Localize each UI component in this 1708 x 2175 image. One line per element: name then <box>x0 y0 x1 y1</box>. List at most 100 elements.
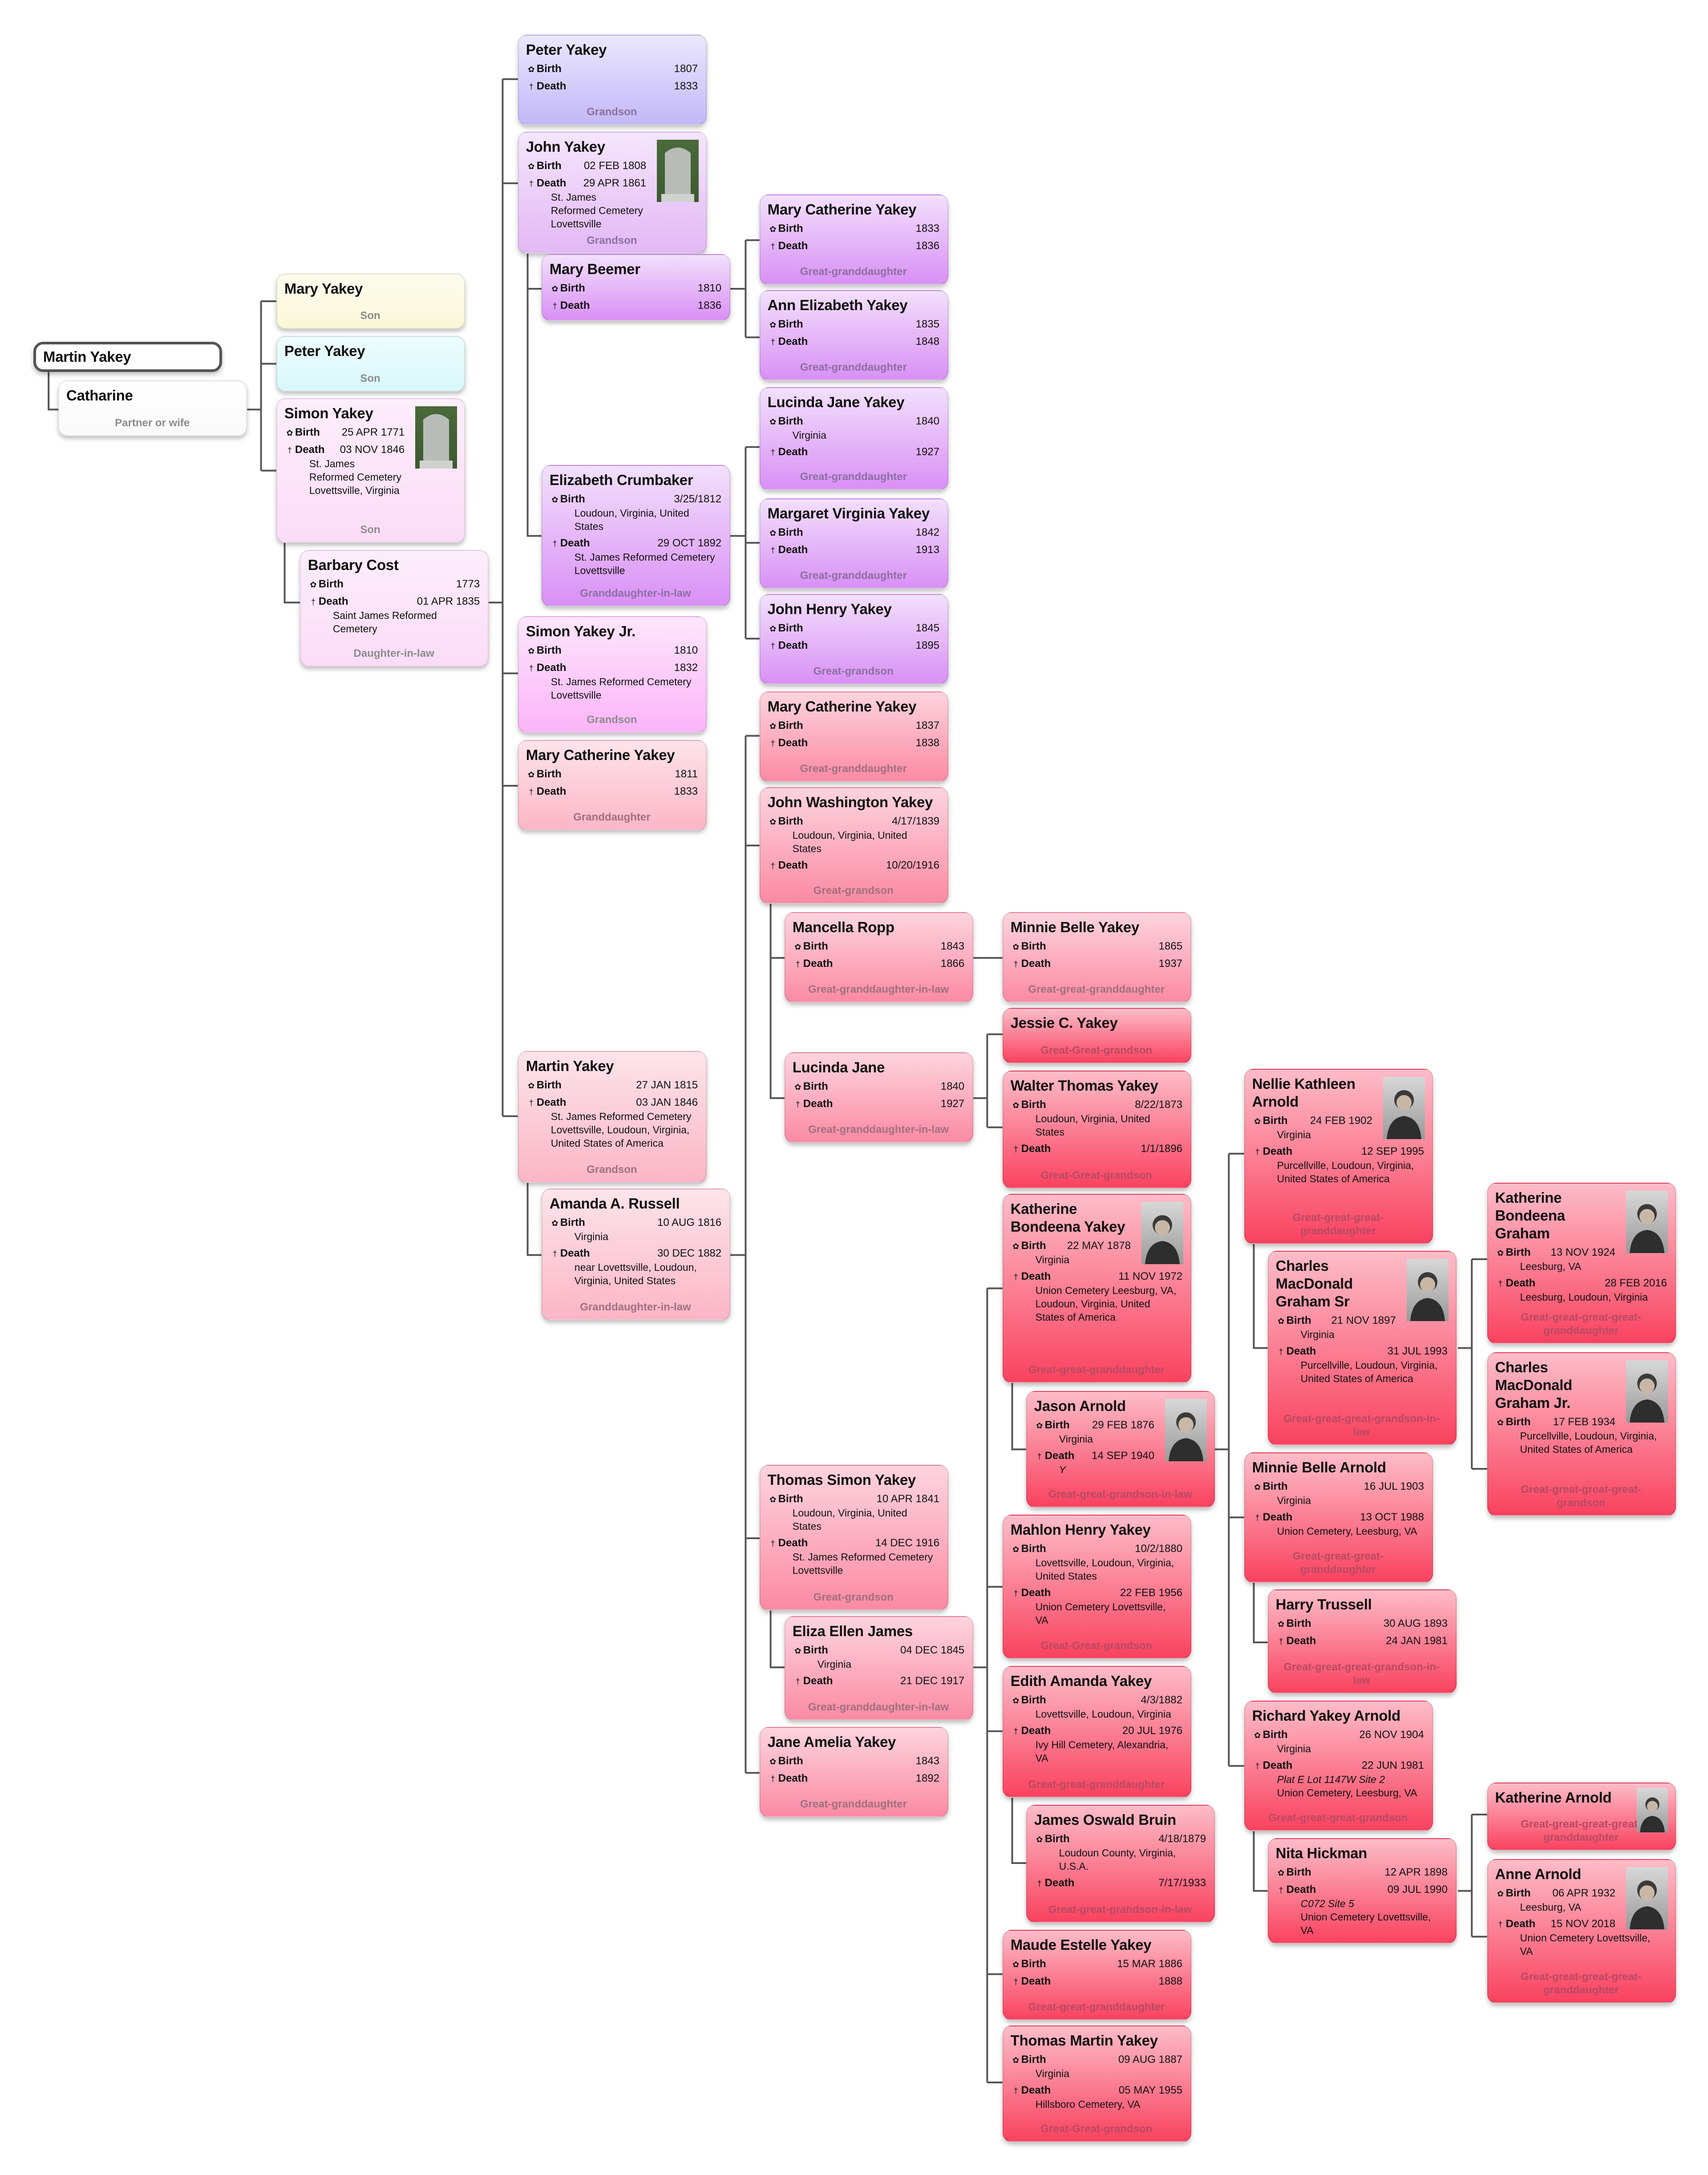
death-label: Death <box>1021 1142 1051 1155</box>
flower-icon: ✿ <box>1254 1731 1261 1740</box>
portrait-photo[interactable] <box>1406 1259 1449 1322</box>
cross-icon: † <box>770 1539 775 1548</box>
relationship-label: Great-granddaughter <box>800 762 907 775</box>
death-date: 1833 <box>674 785 698 797</box>
flower-icon: ✿ <box>1012 2056 1020 2065</box>
person-name: Elizabeth Crumbaker <box>549 472 693 489</box>
person-name: Katherine Arnold <box>1495 1789 1612 1806</box>
cross-icon: † <box>552 301 557 311</box>
birth-label: Birth <box>1286 1866 1311 1878</box>
death-date: 10/20/1916 <box>886 859 939 872</box>
birth-place: Virginia <box>1277 1494 1311 1506</box>
relationship-label: Great-great-grandson-in-law <box>1048 1904 1192 1916</box>
portrait-photo[interactable] <box>1141 1202 1183 1265</box>
death-place: Union Cemetery, Leesburg, VA <box>1277 1787 1417 1799</box>
relationship-label: Great-granddaughter <box>800 1798 907 1811</box>
death-date: 28 FEB 2016 <box>1604 1277 1667 1290</box>
relationship-label: Great-great-great-grandson-in-law <box>1283 1661 1440 1687</box>
birth-place: Virginia <box>817 1658 852 1670</box>
cross-icon: † <box>795 1677 800 1686</box>
cross-icon: † <box>770 1775 775 1784</box>
portrait-photo[interactable] <box>1626 1867 1668 1929</box>
portrait-photo[interactable] <box>1165 1399 1207 1462</box>
cross-icon: † <box>529 787 534 796</box>
cross-icon: † <box>1279 1637 1283 1646</box>
death-date: 11 NOV 1972 <box>1118 1270 1182 1283</box>
birth-place: Virginia <box>792 429 826 441</box>
person-card[interactable]: Martin Yakey <box>33 341 223 372</box>
cross-icon: † <box>770 448 775 457</box>
relationship-label: Great-great-great-great-granddaughter <box>1521 1311 1642 1337</box>
portrait-photo[interactable] <box>1626 1191 1668 1253</box>
portrait-photo[interactable] <box>1383 1077 1425 1140</box>
birth-place: Virginia <box>574 1230 609 1242</box>
death-date: 1836 <box>697 299 722 311</box>
portrait-photo[interactable] <box>1636 1788 1668 1833</box>
person-name: Thomas Simon Yakey <box>767 1471 916 1488</box>
connector-line <box>1253 1831 1268 1892</box>
death-label: Death <box>1286 1635 1316 1647</box>
birth-date: 1843 <box>915 1755 939 1767</box>
gravestone-photo[interactable] <box>657 140 699 202</box>
gravestone-photo[interactable] <box>415 406 457 469</box>
flower-icon: ✿ <box>769 224 777 234</box>
birth-place: Purcellville, Loudoun, Virginia, United … <box>1520 1430 1657 1455</box>
flower-icon: ✿ <box>551 495 559 505</box>
portrait-photo[interactable] <box>1626 1360 1668 1423</box>
